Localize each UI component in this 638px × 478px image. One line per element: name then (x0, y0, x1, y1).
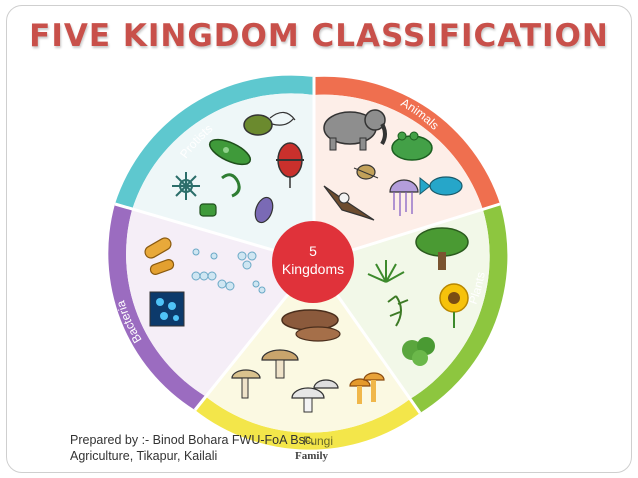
sunflower-icon (439, 283, 469, 328)
footer-line-2: Agriculture, Tikapur, Kailali (70, 449, 218, 463)
beetle-icon (353, 164, 379, 180)
mushroom-icon (349, 372, 385, 404)
flagellate-icon (243, 111, 296, 136)
animals-illustrations (323, 109, 463, 221)
fungi-illustrations (231, 309, 385, 413)
moss-icon (402, 337, 435, 366)
paramecium-icon (208, 138, 252, 166)
plants-illustrations (367, 227, 469, 366)
sector-bacteria (126, 210, 314, 396)
bacteria-illustrations (144, 237, 266, 327)
ring-plants (410, 204, 508, 413)
ring-animals (314, 76, 500, 210)
protists-illustrations (172, 111, 304, 224)
jellyfish-icon (389, 179, 419, 216)
label-fungi: Fungi (303, 434, 333, 448)
microscope-view-icon (149, 291, 185, 327)
mushroom-icon (291, 379, 339, 413)
center-number: 5 (309, 243, 317, 259)
elephant-icon (323, 109, 387, 151)
tree-icon (415, 227, 469, 270)
frog-icon (391, 131, 433, 161)
footer-family: Family (295, 450, 328, 462)
center-badge: 5 Kingdoms (272, 221, 354, 303)
ring-fungi (195, 396, 420, 450)
shelf-fungus-icon (281, 309, 341, 342)
footer-line-1: Prepared by :- Binod Bohara FWU-FoA Bsc. (70, 433, 315, 447)
diatom-icon (199, 203, 217, 217)
grass-icon (367, 260, 405, 283)
eagle-icon (323, 185, 375, 221)
ring-bacteria (108, 204, 205, 410)
wheel-ring (108, 75, 508, 450)
slide-title: FIVE KINGDOM CLASSIFICATION (29, 18, 609, 54)
bacillus-icon (144, 237, 175, 275)
mushroom-icon (231, 369, 261, 399)
dinoflagellate-icon (276, 142, 304, 188)
footer-credit: Prepared by :- Binod Bohara FWU-FoA Bsc.… (70, 432, 315, 464)
center-text: Kingdoms (282, 261, 344, 277)
euglena-icon (254, 196, 274, 224)
cocci-icon (191, 248, 266, 294)
mushroom-icon (261, 349, 299, 379)
spirogyra-icon (221, 173, 241, 198)
fish-icon (419, 176, 463, 196)
fern-icon (387, 295, 409, 327)
radiolarian-icon (172, 172, 200, 200)
ring-protists (115, 75, 314, 210)
